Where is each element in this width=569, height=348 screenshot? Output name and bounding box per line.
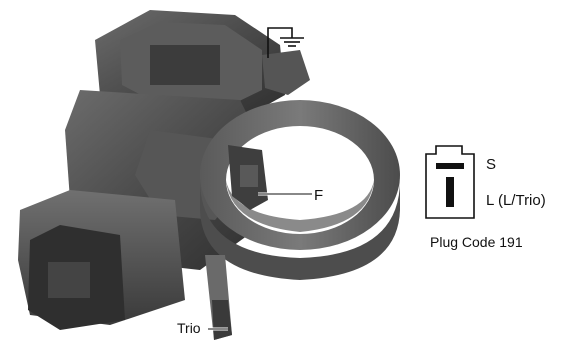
plug-pin-s-label: S bbox=[486, 156, 496, 173]
field-terminal-tab bbox=[240, 165, 258, 187]
plug-code-label: Plug Code 191 bbox=[430, 234, 523, 250]
trio-label: Trio bbox=[177, 320, 201, 336]
plug-pin-s-icon bbox=[436, 163, 464, 169]
field-label: F bbox=[314, 187, 323, 204]
plug-pin-l-label: L (L/Trio) bbox=[486, 192, 546, 209]
plug-pin-l-icon bbox=[446, 177, 454, 207]
left-lower-slot bbox=[48, 262, 90, 298]
regulator-part-image bbox=[18, 10, 400, 340]
plug-diagram: S L (L/Trio) Plug Code 191 bbox=[426, 146, 546, 250]
top-connector-slot bbox=[150, 45, 220, 85]
ground-tab bbox=[262, 50, 310, 95]
